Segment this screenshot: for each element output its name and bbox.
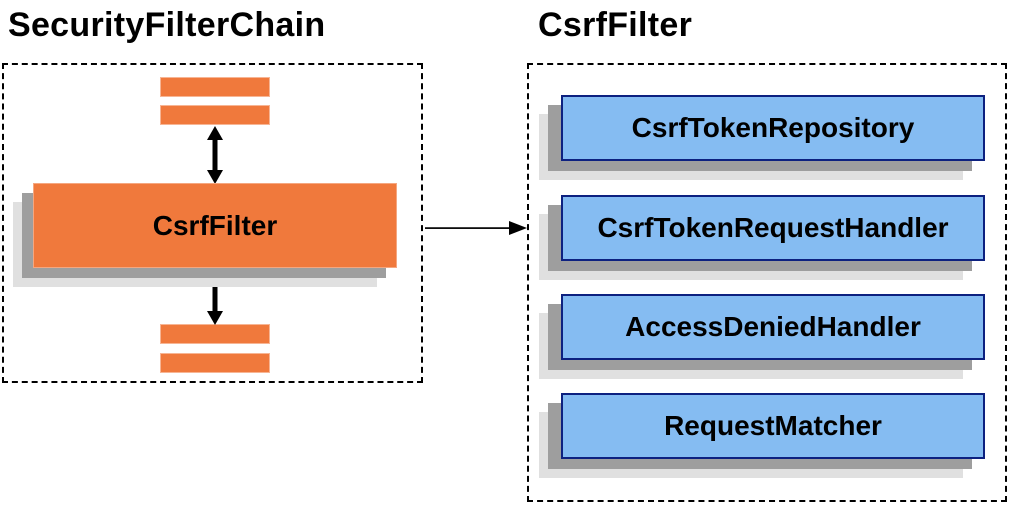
flow-arrow-icon [425,221,527,235]
component-label: CsrfTokenRequestHandler [597,212,949,243]
component-label: CsrfTokenRepository [631,112,915,143]
csrf-filter-components-panel [527,63,1007,502]
bidirectional-arrow-icon [207,268,223,325]
bidirectional-arrow-icon [207,126,223,184]
left-panel-title: SecurityFilterChain [8,6,326,44]
component-box-access-denied-handler: AccessDeniedHandler [561,294,985,360]
component-label: RequestMatcher [664,410,882,441]
component-box-csrf-token-repository: CsrfTokenRepository [561,95,985,161]
component-box-csrf-token-request-handler: CsrfTokenRequestHandler [561,195,985,261]
filter-stack-bar [160,353,270,373]
csrf-filter-box-label: CsrfFilter [152,209,278,241]
component-label: AccessDeniedHandler [625,311,921,342]
filter-stack-bar [160,324,270,344]
component-box-request-matcher: RequestMatcher [561,393,985,459]
csrf-filter-box: CsrfFilter [33,183,397,268]
filter-stack-bar [160,105,270,125]
right-panel-title: CsrfFilter [538,6,693,44]
filter-stack-bar [160,77,270,97]
security-filter-chain-panel [2,63,423,383]
